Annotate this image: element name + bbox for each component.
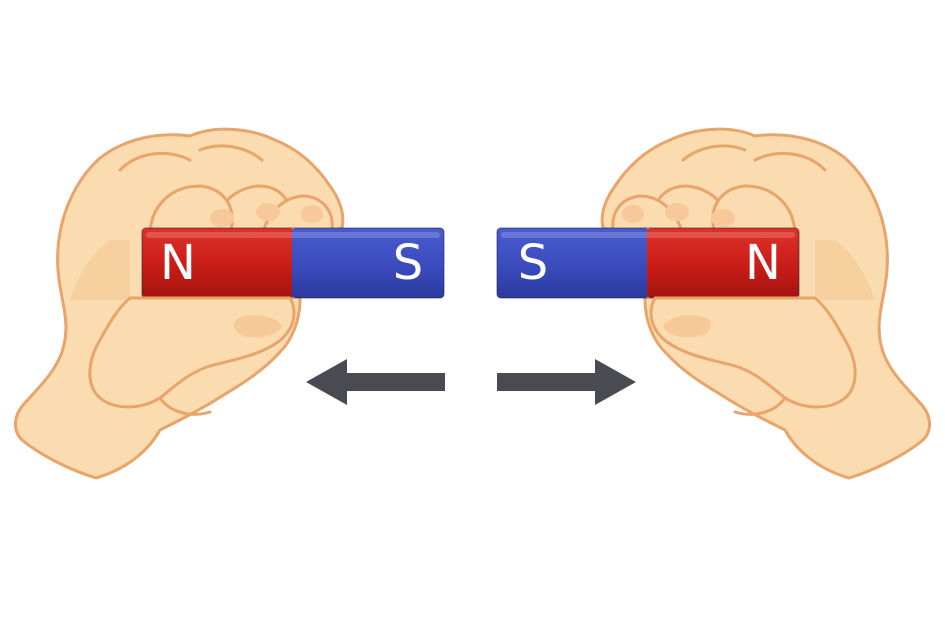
right-magnet-north-pole: [647, 228, 799, 298]
left-magnet-south-pole: [292, 228, 444, 298]
left-magnet-south-label: S: [393, 235, 423, 291]
right-magnet-south-pole: [497, 228, 649, 298]
right-magnet-south-label: S: [518, 235, 548, 291]
left-magnet: N S: [141, 227, 445, 299]
left-magnet-north-pole: [142, 228, 294, 298]
right-hand-thumb: [649, 296, 857, 416]
left-magnet-north-label: N: [160, 235, 196, 291]
right-magnet-north-label: N: [745, 235, 781, 291]
arrow-right-icon: [497, 359, 636, 405]
left-hand-thumb: [88, 296, 296, 416]
arrow-left-icon: [306, 359, 445, 405]
right-magnet: S N: [496, 227, 800, 299]
